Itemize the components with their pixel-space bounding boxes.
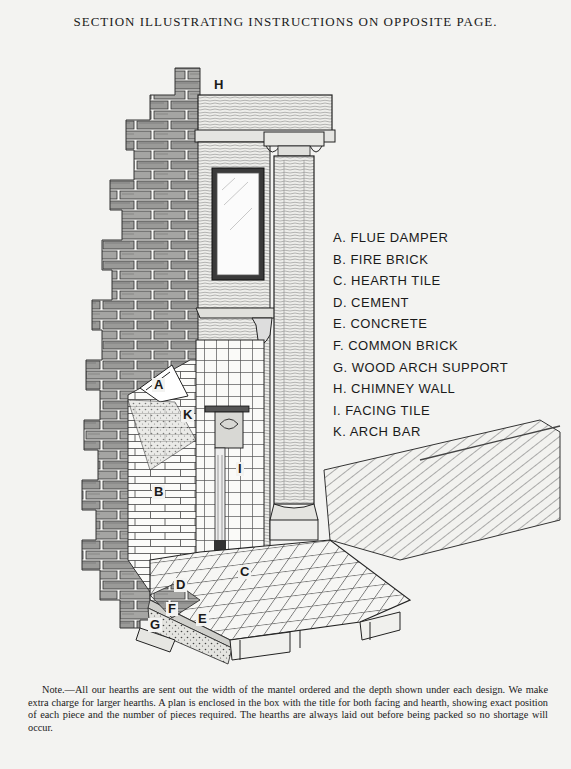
key-entry: I. FACING TILE (333, 403, 430, 419)
callout-letter: C (238, 565, 251, 579)
callout-letter: E (196, 612, 209, 626)
callout-letter: I (236, 462, 244, 476)
key-entry: G. WOOD ARCH SUPPORT (333, 360, 508, 376)
key-entry: D. CEMENT (333, 295, 409, 311)
callout-letter: K (181, 408, 194, 422)
key-entry: A. FLUE DAMPER (333, 230, 448, 246)
note-caption: Note.—All our hearths are sent out the w… (28, 684, 548, 734)
callout-letter: G (148, 618, 162, 632)
callout-letter: B (152, 485, 165, 499)
key-entry: H. CHIMNEY WALL (333, 381, 455, 397)
key-entry: B. FIRE BRICK (333, 252, 428, 268)
key-entry: F. COMMON BRICK (333, 338, 458, 354)
key-entry: C. HEARTH TILE (333, 273, 441, 289)
key-entry: K. ARCH BAR (333, 424, 421, 440)
page-title: SECTION ILLUSTRATING INSTRUCTIONS ON OPP… (0, 14, 571, 30)
callout-letter: H (212, 78, 225, 92)
callout-letter: A (152, 378, 165, 392)
key-entry: E. CONCRETE (333, 316, 427, 332)
callout-letter: F (166, 602, 178, 616)
callout-letter: D (174, 578, 187, 592)
